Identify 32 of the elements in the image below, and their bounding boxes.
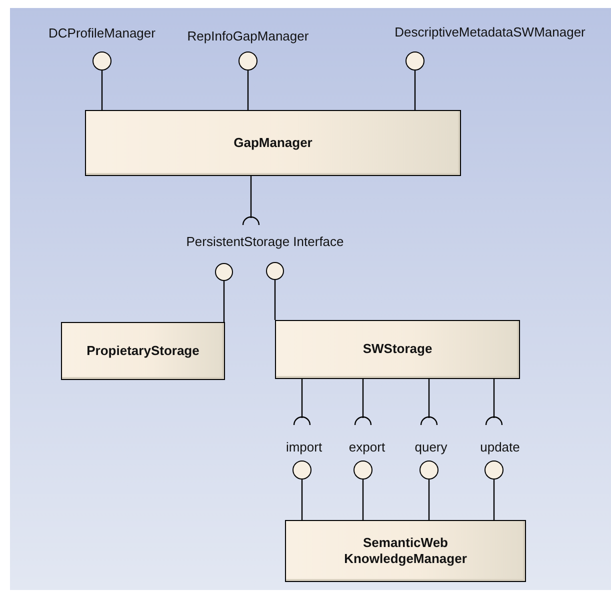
connector-line [493,479,495,520]
connector-line [223,281,225,322]
socket-connector [354,379,372,426]
connector-line [101,70,103,110]
interface-label: query [414,440,448,454]
interface-label: update [480,440,520,454]
connector-line [247,70,249,110]
connector-line [274,280,276,320]
connector-line [414,70,416,110]
interface-label: PersistentStorage Interface [165,218,365,252]
interface-circle [215,263,233,281]
component-name: PropietaryStorage [86,342,200,360]
component-box [61,322,225,380]
connector-line [301,479,303,520]
connector-line [362,479,364,520]
socket-connector [242,176,260,226]
socket-connector [420,379,438,426]
interface-label: DCProfileManager [48,26,156,40]
interface-label: import [286,440,322,454]
component-box [85,110,461,176]
interface-circle [266,262,284,280]
component-name: GapManager [234,134,312,152]
socket-connector [293,379,311,426]
component-name: SWStorage [362,341,432,358]
interface-label: RepInfoGapManager [187,30,309,42]
interface-label: DescriptiveMetadataSWManager [394,26,586,38]
interface-label: export [348,440,386,454]
component-box [275,320,520,379]
socket-connector [485,379,503,426]
connector-line [428,479,430,520]
component-name: SemanticWeb KnowledgeManager [343,534,468,568]
component-box [285,520,526,582]
